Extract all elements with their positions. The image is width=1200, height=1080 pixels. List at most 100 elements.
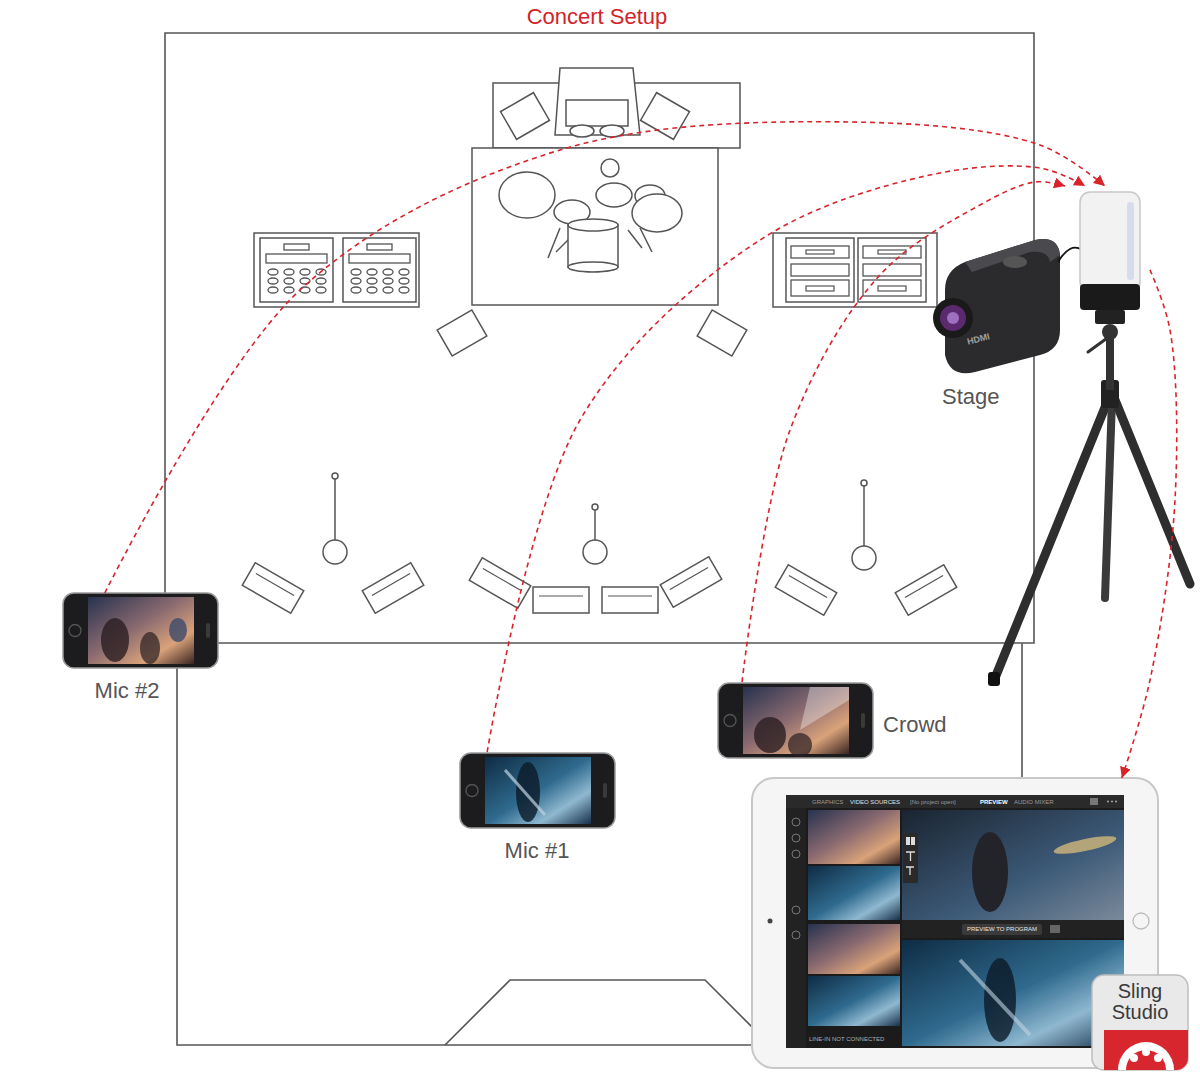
drum-riser bbox=[596, 183, 632, 207]
stage-camera bbox=[1003, 256, 1027, 268]
slingstudio-hub bbox=[1080, 192, 1140, 292]
slingstudio-hub bbox=[1080, 192, 1140, 310]
slingstudio-hub bbox=[1127, 202, 1134, 280]
phone-illustration bbox=[788, 733, 812, 757]
drum-riser bbox=[570, 125, 594, 137]
tablet-illustration bbox=[902, 940, 1124, 1046]
drum-riser bbox=[472, 68, 740, 305]
device-label: Stage bbox=[942, 384, 1000, 409]
drum-riser bbox=[601, 159, 619, 177]
phone-illustration bbox=[460, 753, 615, 828]
drum-riser bbox=[472, 148, 718, 305]
drum-riser bbox=[548, 228, 560, 258]
tablet-illustration bbox=[906, 852, 915, 875]
phone-illustration bbox=[718, 683, 873, 758]
tablet-illustration bbox=[962, 924, 1042, 935]
tablet-illustration bbox=[786, 795, 1124, 808]
diagram-title: Concert Setup bbox=[397, 4, 797, 29]
tablet-illustration bbox=[792, 818, 800, 826]
mic-stand bbox=[852, 546, 876, 570]
tablet-illustration bbox=[1090, 798, 1098, 805]
phone-illustration bbox=[140, 632, 160, 664]
app-logo-badge bbox=[1092, 975, 1188, 1080]
phone-illustration bbox=[63, 593, 218, 668]
tab-label: GRAPHICS bbox=[812, 799, 843, 806]
mic-stand bbox=[863, 486, 865, 546]
mic-stand bbox=[334, 479, 336, 540]
tablet-illustration bbox=[906, 837, 910, 845]
venue-outline bbox=[165, 33, 1034, 643]
tablet-illustration bbox=[768, 919, 773, 924]
floor-wedge bbox=[533, 587, 589, 613]
stage-camera bbox=[933, 239, 1082, 373]
tripod bbox=[1115, 400, 1190, 584]
mic-stand bbox=[323, 473, 876, 570]
stage-camera bbox=[1058, 248, 1082, 262]
app-logo-badge bbox=[1104, 1030, 1188, 1070]
status-text: LINE-IN NOT CONNECTED bbox=[809, 1036, 884, 1043]
phone-camera: Mic #1 bbox=[458, 752, 620, 867]
mic-stand bbox=[594, 510, 596, 540]
tablet-illustration bbox=[1133, 913, 1149, 929]
drum-riser bbox=[568, 219, 618, 231]
tab-label: VIDEO SOURCES bbox=[850, 799, 900, 806]
venue-outline bbox=[177, 643, 752, 1045]
slingstudio-hub bbox=[1080, 284, 1140, 310]
drum-riser bbox=[632, 194, 682, 232]
signal-arrow bbox=[1122, 270, 1177, 778]
tablet-illustration bbox=[808, 810, 900, 864]
amplifier-stack bbox=[254, 233, 419, 307]
app-logo-badge bbox=[1130, 1054, 1138, 1062]
tripod bbox=[1088, 336, 1110, 352]
tablet-illustration bbox=[1107, 801, 1109, 803]
device-label: Crowd bbox=[883, 712, 947, 737]
drum-riser bbox=[640, 228, 652, 252]
stage-camera bbox=[940, 305, 966, 331]
device-label: Mic #2 bbox=[60, 678, 194, 703]
tablet-illustration bbox=[1111, 801, 1113, 803]
stage-camera-unit: Stage bbox=[930, 186, 1150, 416]
tablet-illustration bbox=[972, 832, 1008, 912]
amplifier-stack bbox=[786, 238, 854, 302]
tripod bbox=[1105, 400, 1112, 598]
tablet-illustration bbox=[806, 1030, 902, 1048]
tripod bbox=[988, 672, 1000, 686]
phone-illustration bbox=[101, 618, 129, 662]
tablet-illustration bbox=[1115, 801, 1117, 803]
phone-camera: Crowd bbox=[716, 682, 966, 760]
tablet-illustration bbox=[1052, 832, 1117, 857]
amplifier-stack bbox=[773, 233, 937, 307]
tablet-illustration bbox=[792, 834, 800, 842]
floor-wedge bbox=[660, 557, 721, 608]
amplifier-stack bbox=[858, 238, 926, 302]
floor-wedge bbox=[469, 558, 530, 609]
phone-illustration bbox=[485, 757, 591, 824]
phone-illustration bbox=[516, 762, 540, 822]
drum-riser bbox=[568, 262, 618, 272]
tablet-app: GRAPHICSVIDEO SOURCES[No project open]PR… bbox=[752, 778, 1158, 1068]
floor-wedge bbox=[362, 563, 423, 614]
tablet-illustration bbox=[792, 931, 800, 939]
mic-stand bbox=[583, 540, 607, 564]
stage-camera bbox=[965, 239, 1060, 272]
tablet-illustration bbox=[808, 924, 900, 974]
tablet-illustration bbox=[792, 850, 800, 858]
floor-wedge bbox=[242, 563, 303, 614]
stage-camera bbox=[933, 298, 973, 338]
tripod bbox=[1095, 310, 1125, 324]
drum-riser bbox=[501, 93, 550, 140]
mic-stand bbox=[323, 540, 347, 564]
tablet-illustration bbox=[786, 795, 1124, 1048]
button-label: PREVIEW TO PROGRAM bbox=[962, 926, 1042, 933]
connector-layer bbox=[105, 122, 1177, 778]
tablet-illustration bbox=[808, 976, 900, 1026]
tablet-illustration bbox=[1050, 925, 1060, 933]
tablet-illustration bbox=[902, 920, 1124, 938]
signal-arrow bbox=[105, 122, 1105, 593]
port-label: HDMI bbox=[966, 331, 991, 347]
stage-monitor bbox=[437, 310, 487, 356]
